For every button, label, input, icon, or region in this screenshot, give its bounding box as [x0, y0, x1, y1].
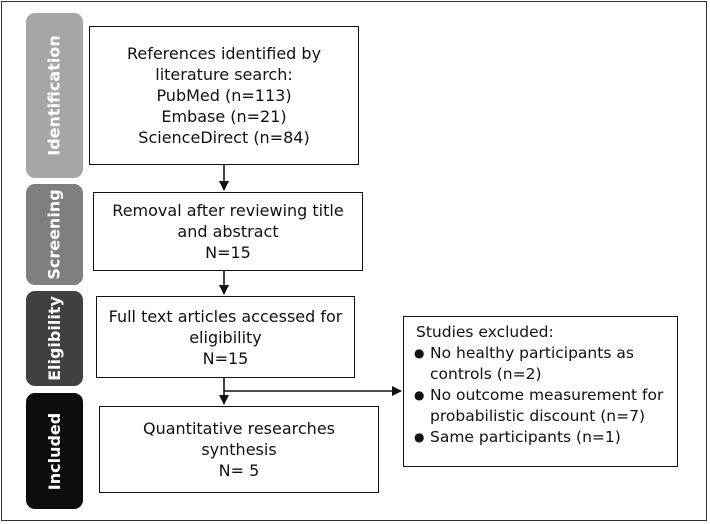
phase-screening: Screening: [26, 184, 83, 285]
eligibility-box: Full text articles accessed for eligibil…: [96, 296, 355, 378]
included-line-3: N= 5: [218, 461, 260, 480]
identified-line-3: PubMed (n=113): [156, 86, 292, 105]
screening-box: Removal after reviewing title and abstra…: [93, 192, 363, 271]
excluded-list: No healthy participants as controls (n=2…: [414, 343, 671, 448]
eligibility-line-2: eligibility: [189, 327, 262, 347]
phase-included: Included: [26, 393, 83, 509]
screening-line-3: N=15: [205, 243, 251, 262]
screening-line-2: and abstract: [177, 222, 279, 241]
identified-box: References identified by literature sear…: [89, 26, 359, 165]
phase-identification: Identification: [26, 13, 83, 178]
excluded-item: No healthy participants as controls (n=2…: [414, 343, 671, 385]
eligibility-line-3: N=15: [202, 348, 249, 368]
identified-line-1: References identified by: [126, 44, 322, 63]
excluded-title: Studies excluded:: [416, 323, 554, 341]
identified-line-4: Embase (n=21): [161, 107, 287, 126]
excluded-item: No outcome measurement for probabilistic…: [414, 385, 671, 427]
eligibility-line-1: Full text articles accessed for: [108, 306, 343, 326]
included-line-1: Quantitative researches: [143, 419, 335, 438]
phase-eligibility: Eligibility: [26, 291, 83, 386]
excluded-box: Studies excluded: No healthy participant…: [403, 316, 678, 467]
included-line-2: synthesis: [201, 440, 277, 459]
excluded-item: Same participants (n=1): [414, 427, 671, 448]
identified-line-5: ScienceDirect (n=84): [138, 128, 310, 147]
screening-line-1: Removal after reviewing title: [112, 201, 344, 220]
included-box: Quantitative researches synthesis N= 5: [99, 406, 379, 493]
identified-line-2: literature search:: [155, 65, 293, 84]
